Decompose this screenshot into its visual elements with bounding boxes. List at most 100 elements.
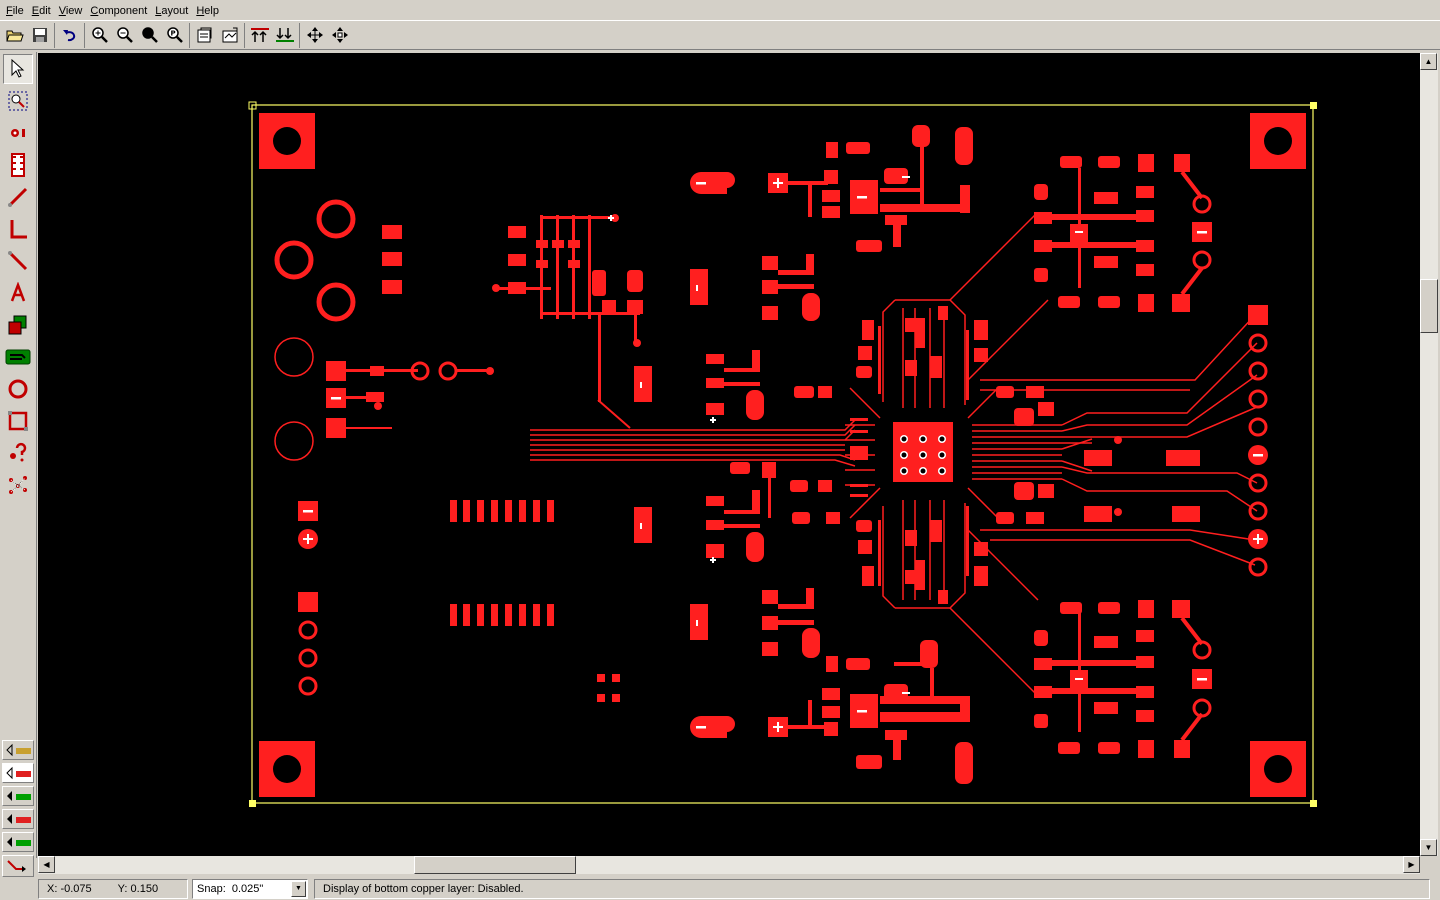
track-tool[interactable] <box>3 182 33 212</box>
outline-handle-tr <box>1310 102 1317 109</box>
layer-mechanical-button[interactable] <box>2 832 34 852</box>
menu-file[interactable]: File <box>6 5 24 17</box>
open-icon <box>5 30 24 42</box>
arrow-right-icon: ▶ <box>1408 860 1415 869</box>
snap-select[interactable]: Snap: 0.025" ▼ <box>192 878 308 899</box>
pan-icon <box>331 27 348 43</box>
save-button[interactable] <box>27 23 52 48</box>
via-icon <box>11 129 25 137</box>
scroll-left-button[interactable]: ◀ <box>38 856 55 873</box>
layer-top-copper-icon <box>6 743 31 757</box>
board-outline <box>251 104 1314 804</box>
zoom-fit-button[interactable] <box>137 23 162 48</box>
angle-track-tool[interactable] <box>3 214 33 244</box>
menu-component[interactable]: Component <box>90 5 148 17</box>
board-outline-button[interactable] <box>217 23 242 48</box>
zoom-in-button[interactable] <box>87 23 112 48</box>
zoom-window-icon <box>8 91 28 111</box>
qfn-fanout <box>845 214 1258 694</box>
angle-track-icon <box>10 220 27 239</box>
line-icon <box>8 251 28 271</box>
outline-handle-tl <box>248 101 257 110</box>
line-tool[interactable] <box>3 246 33 276</box>
layer-top-copper-button[interactable] <box>2 740 34 760</box>
mounting-hole-tl <box>259 113 315 169</box>
properties-icon <box>197 27 211 43</box>
jack-ring <box>274 337 314 377</box>
pcb-layout[interactable] <box>38 53 1420 856</box>
ratsnest-tool[interactable] <box>3 470 33 500</box>
arrow-up-icon: ▲ <box>1424 57 1433 66</box>
y-label: Y: <box>117 882 128 895</box>
pan-button[interactable] <box>327 23 352 48</box>
copper-pour-tool[interactable] <box>3 310 33 340</box>
layer-swap-tool[interactable] <box>3 342 33 372</box>
outline-handle-bl <box>249 800 256 807</box>
menu-help[interactable]: Help <box>196 5 219 17</box>
via-tool[interactable] <box>3 118 33 148</box>
snap-label: Snap: <box>197 882 226 895</box>
menu-view[interactable]: View <box>58 5 83 17</box>
layer-swap-icon <box>5 349 31 365</box>
arrow-left-icon: ◀ <box>43 860 50 869</box>
jack-ring <box>274 240 314 280</box>
zoom-previous-button[interactable]: P <box>162 23 187 48</box>
layer-bottom-copper-icon <box>6 766 31 780</box>
zoom-out-button[interactable] <box>112 23 137 48</box>
component-tool[interactable] <box>3 150 33 180</box>
vertical-scroll-thumb[interactable] <box>1420 279 1438 333</box>
track-icon <box>8 187 28 207</box>
horizontal-scrollbar[interactable]: ◀ ▶ <box>38 856 1420 874</box>
select-tool[interactable] <box>3 54 33 84</box>
jack-ring <box>316 199 356 239</box>
layer-routing-button[interactable] <box>2 855 34 877</box>
bottom-layer-icon <box>275 28 294 42</box>
top-layer-icon <box>250 28 269 42</box>
open-button[interactable] <box>2 23 27 48</box>
menu-edit[interactable]: Edit <box>31 5 51 17</box>
bottom-layer-button[interactable] <box>272 23 297 48</box>
zoom-in-icon <box>91 27 108 43</box>
menu-layout[interactable]: Layout <box>155 5 189 17</box>
layer-bottom-silk-button[interactable] <box>2 809 34 829</box>
text-icon <box>10 282 26 302</box>
properties-button[interactable] <box>192 23 217 48</box>
jack-ring <box>274 421 314 461</box>
move-button[interactable] <box>302 23 327 48</box>
snap-value: 0.025" <box>231 882 264 895</box>
outline-handle-br <box>1310 800 1317 807</box>
scroll-down-button[interactable]: ▼ <box>1420 839 1437 856</box>
x-label: X: <box>47 882 58 895</box>
query-tool[interactable] <box>3 438 33 468</box>
ring-icon <box>8 379 28 399</box>
layer-bottom-copper-button[interactable] <box>2 763 34 783</box>
layer-top-silk-button[interactable] <box>2 786 34 806</box>
rectangle-tool[interactable] <box>3 406 33 436</box>
pcb-canvas[interactable] <box>38 53 1420 856</box>
snap-dropdown-button[interactable]: ▼ <box>291 880 306 897</box>
horizontal-scroll-thumb[interactable] <box>414 856 576 874</box>
board-outline-icon <box>222 27 237 43</box>
zoom-previous-icon: P <box>166 27 183 43</box>
text-tool[interactable] <box>3 278 33 308</box>
ring-tool[interactable] <box>3 374 33 404</box>
status-message-text: Display of bottom copper layer: Disabled… <box>323 882 524 895</box>
zoom-out-icon <box>116 27 133 43</box>
undo-button[interactable] <box>57 23 82 48</box>
vertical-scrollbar[interactable]: ▲ ▼ <box>1420 53 1438 856</box>
mounting-hole-tr <box>1250 113 1306 169</box>
mounting-hole-br <box>1250 741 1306 797</box>
toolbar: P <box>0 20 1440 50</box>
mounting-hole-bl <box>259 741 315 797</box>
save-icon <box>32 28 47 42</box>
zoom-window-tool[interactable] <box>3 86 33 116</box>
select-icon <box>11 59 25 78</box>
svg-text:P: P <box>170 30 175 38</box>
status-bar: X: -0.075 Y: 0.150 Snap: 0.025" ▼ Displa… <box>0 877 1440 900</box>
undo-icon <box>62 30 75 42</box>
scroll-right-button[interactable]: ▶ <box>1403 856 1420 873</box>
top-layer-button[interactable] <box>247 23 272 48</box>
chevron-down-icon: ▼ <box>295 885 302 892</box>
layer-bottom-silk-icon <box>7 814 31 824</box>
scroll-up-button[interactable]: ▲ <box>1420 53 1437 70</box>
